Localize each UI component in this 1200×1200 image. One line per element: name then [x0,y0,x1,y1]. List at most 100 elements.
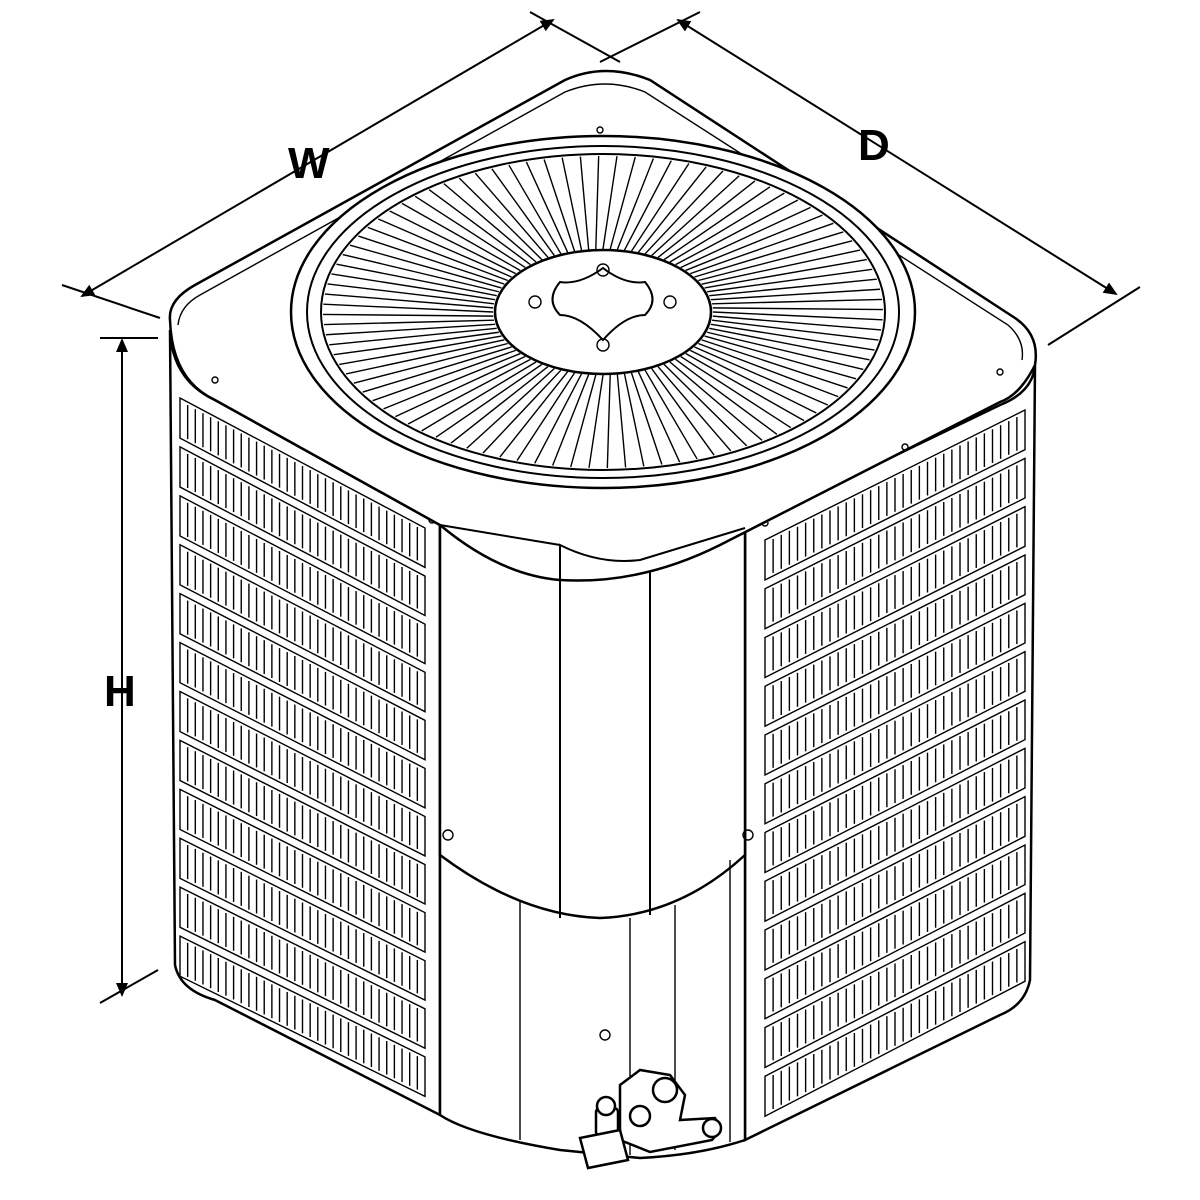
fan-spoke [372,349,516,402]
fan-spoke [482,369,562,454]
fan-spoke [325,323,496,336]
fan-spoke [377,218,512,278]
louver-row [764,408,1026,582]
left-louver-grille [179,396,426,1098]
fan-spoke [712,307,883,311]
louver-row [764,457,1026,630]
fan-spoke [698,240,853,282]
fan-spoke [663,363,748,447]
fan-spoke [710,323,875,351]
fan-spoke [704,258,867,289]
depth-dimension: D [599,11,1141,346]
fan-spoke [342,253,499,293]
louver-row [179,592,426,761]
louver-row [764,843,1026,1020]
fan-spoke [657,180,756,258]
fan-spoke [698,342,839,398]
fan-spoke [680,355,792,429]
fan-spoke [694,231,844,278]
fan-spoke [333,331,499,356]
fan-spoke [669,192,785,263]
height-label: H [104,667,136,716]
fan-spoke [414,195,526,269]
fan-spoke [701,339,848,389]
fan-spoke [616,374,627,468]
fan-spoke [323,313,494,317]
fan-spoke [595,155,600,250]
fan-motor-hub [493,248,713,376]
fan-spoke [353,342,508,384]
fan-spoke [675,358,778,435]
fan-spoke [657,366,732,452]
fan-spoke [704,335,857,380]
louver-row [179,690,426,858]
fan-spoke [680,206,811,269]
fan-spoke [588,374,604,468]
fan-spoke [474,172,549,258]
height-dimension: H [99,337,159,1004]
louver-row [764,650,1026,825]
fan-spoke [336,263,497,297]
fan-spoke [623,160,672,251]
louver-row [179,837,426,1002]
fan-spoke [435,363,543,438]
fan-spoke [499,371,569,458]
service-valves [578,1068,723,1170]
right-louver-grille [764,408,1026,1118]
fan-spoke [570,374,597,468]
fan-spoke [663,186,771,261]
louver-row [764,553,1026,728]
fan-spoke [651,175,740,257]
fan-spoke [685,214,823,272]
fan-spoke [362,346,512,393]
fan-spoke [339,335,502,366]
fan-guard [289,134,917,490]
fan-spoke [606,374,611,469]
fan-spoke [710,288,881,301]
fan-spoke [534,373,583,464]
fan-spoke [395,355,526,418]
fan-spoke [637,371,681,463]
fan-spoke [711,319,879,341]
fan-spoke [709,278,877,297]
fan-spoke [349,244,502,289]
corner-service-panel [428,516,769,1160]
fan-spoke [609,156,636,250]
fan-spoke [543,159,576,252]
fan-spoke [401,202,521,272]
fan-spoke [707,331,864,371]
fan-spoke [616,158,655,250]
fan-spoke [690,222,834,275]
louver-row [179,739,426,906]
fan-spoke [561,157,583,251]
fan-spoke [345,339,505,375]
fan-spoke [602,156,618,250]
width-dimension: W [61,11,621,319]
louver-row [179,886,426,1050]
fan-spoke [669,361,763,441]
fan-spoke [709,327,870,361]
fan-spoke [525,161,569,253]
fan-spoke [428,189,531,266]
fan-spoke [407,358,531,425]
fan-spoke [644,369,698,460]
fan-spoke [491,168,555,256]
fan-spoke [623,373,645,467]
louver-row [764,940,1026,1118]
width-label: W [288,139,330,188]
fan-spoke [466,367,555,449]
fan-spoke [367,226,508,282]
fan-spoke [421,361,537,432]
fan-grille-spokes [323,155,883,469]
fan-spoke [443,183,537,263]
fan-spoke [651,368,715,456]
louver-row [764,698,1026,874]
fan-spoke [327,283,495,305]
fan-spoke [579,156,590,250]
fan-spoke [689,349,817,414]
louver-row [179,788,426,954]
fan-spoke [358,235,505,285]
left-side-panel [168,329,442,1118]
